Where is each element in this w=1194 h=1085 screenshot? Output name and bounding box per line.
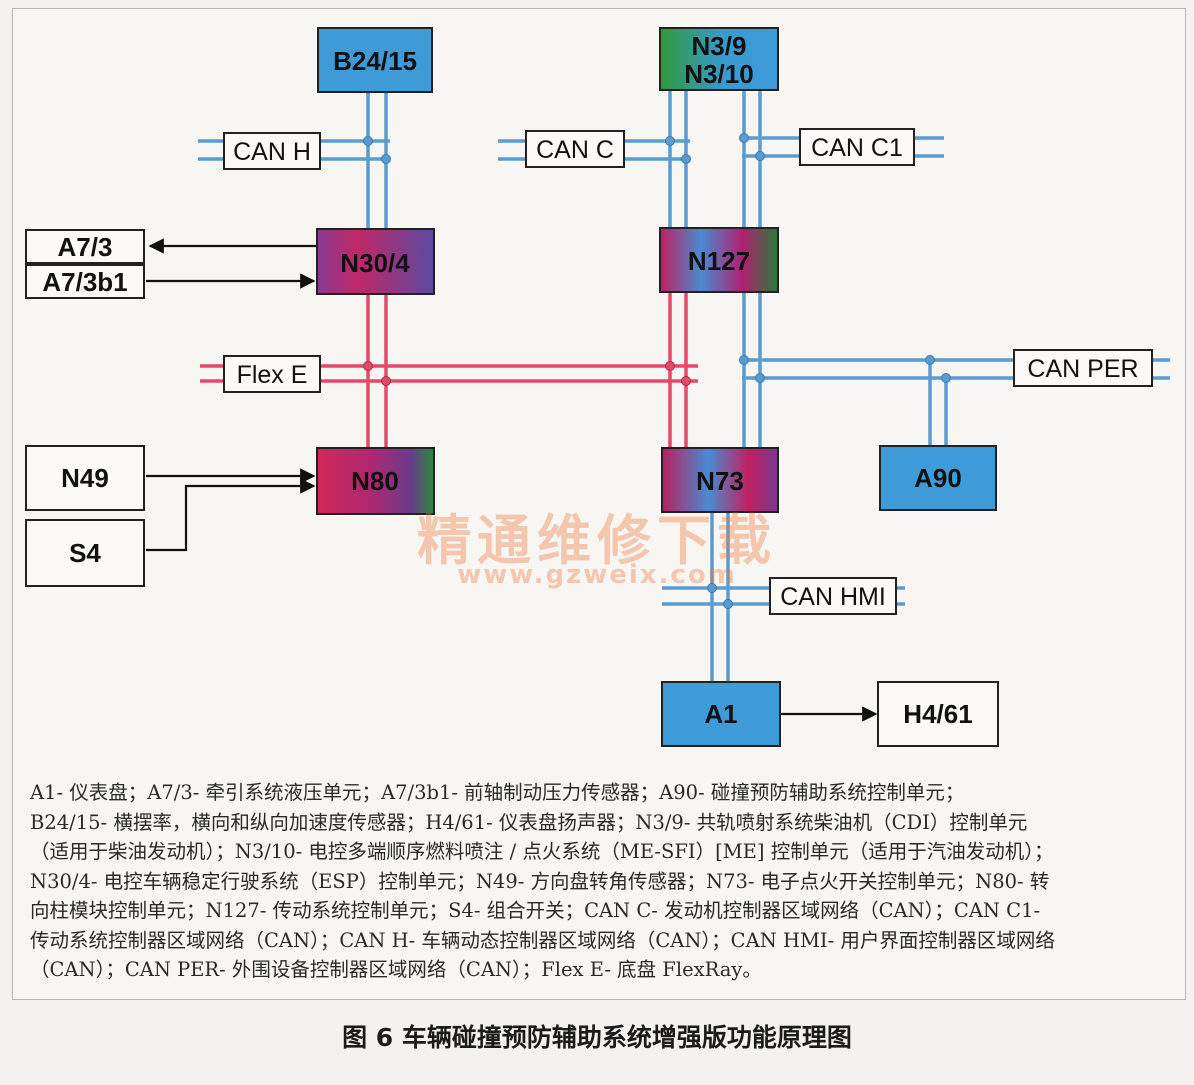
node-a7-3: A7/3 xyxy=(25,229,145,264)
junction-dots-flex xyxy=(363,361,691,386)
bus-flex-e-text: Flex E xyxy=(237,361,308,389)
network-diagram: B24/15 N3/9 N3/10 N30/4 N127 A7/3 A7/3b1… xyxy=(25,27,1170,747)
node-a7-3b1: A7/3b1 xyxy=(25,264,145,299)
bus-can-hmi-text: CAN HMI xyxy=(780,583,886,611)
bus-label-flex-e: Flex E xyxy=(223,355,321,393)
node-a7-3b1-label: A7/3b1 xyxy=(42,267,127,297)
node-n73-label: N73 xyxy=(696,466,744,496)
node-n49: N49 xyxy=(25,445,145,511)
signal-arrows xyxy=(146,238,878,722)
node-s4-label: S4 xyxy=(69,538,101,568)
node-n80: N80 xyxy=(316,447,435,515)
bus-can-c-text: CAN C xyxy=(536,136,614,164)
bus-label-can-c1: CAN C1 xyxy=(799,128,915,166)
node-n80-label: N80 xyxy=(351,466,399,496)
node-n49-label: N49 xyxy=(61,463,109,493)
node-a1: A1 xyxy=(661,681,781,747)
node-n127: N127 xyxy=(659,227,779,293)
junction-dots-can xyxy=(363,133,951,609)
bus-label-can-c: CAN C xyxy=(525,130,625,168)
node-b24-15: B24/15 xyxy=(317,27,433,93)
bus-label-can-hmi: CAN HMI xyxy=(769,577,897,615)
node-n3-10-label: N3/10 xyxy=(684,59,753,89)
node-n3-9-n3-10: N3/9 N3/10 xyxy=(659,27,779,91)
node-n127-label: N127 xyxy=(688,246,750,276)
node-s4: S4 xyxy=(25,519,145,587)
node-n73: N73 xyxy=(661,447,779,513)
figure-caption: 图 6 车辆碰撞预防辅助系统增强版功能原理图 xyxy=(342,1023,852,1052)
node-a7-3-label: A7/3 xyxy=(58,232,113,262)
vertical-can-lines xyxy=(366,90,948,682)
bus-can-c1-text: CAN C1 xyxy=(811,134,903,162)
node-h4-61: H4/61 xyxy=(877,681,999,747)
node-n30-4-label: N30/4 xyxy=(340,248,410,278)
node-a1-label: A1 xyxy=(704,699,737,729)
node-h4-61-label: H4/61 xyxy=(903,699,972,729)
node-n30-4: N30/4 xyxy=(316,228,435,295)
node-n3-9-label: N3/9 xyxy=(692,31,747,61)
node-a90: A90 xyxy=(879,445,997,511)
node-b24-15-label: B24/15 xyxy=(333,46,417,76)
bus-label-can-per: CAN PER xyxy=(1013,349,1153,387)
legend-text: A1- 仪表盘；A7/3- 牵引系统液压单元；A7/3b1- 前轴制动压力传感器… xyxy=(30,781,1055,981)
bus-can-h-text: CAN H xyxy=(233,138,311,166)
bus-label-can-h: CAN H xyxy=(223,132,321,170)
bus-can-per-text: CAN PER xyxy=(1027,355,1138,383)
node-a90-label: A90 xyxy=(914,463,962,493)
